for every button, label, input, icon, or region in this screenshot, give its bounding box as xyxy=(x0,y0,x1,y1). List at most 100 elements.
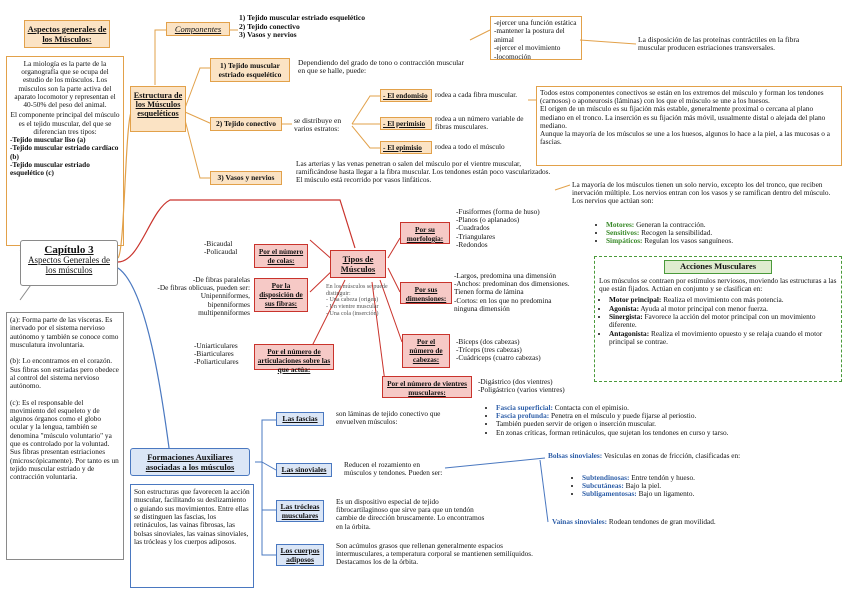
adiposos-label: Los cuerpos adiposos xyxy=(276,544,324,566)
morfologia-item: -Redondos xyxy=(456,239,488,249)
accion-motor: Motor principal: Realiza el movimiento c… xyxy=(609,296,837,304)
fascias-text: son láminas de tejido conectivo que envu… xyxy=(336,409,441,427)
trocleas-label: Las trócleas musculares xyxy=(276,500,324,522)
vientres-item: -Digástrico (dos vientres) xyxy=(478,377,553,386)
chapter-box: Capítulo 3 Aspectos Generales de los mús… xyxy=(20,240,118,286)
cabezas-item: -Bíceps (dos cabezas) xyxy=(456,337,520,346)
bolsa-text: Bajo la piel. xyxy=(625,481,662,491)
articulaciones-label: Por el número de articulaciones sobre la… xyxy=(254,344,334,374)
perimisio-text: rodea a un número variable de fibras mus… xyxy=(435,114,524,132)
fibras-label: Por la disposición de sus fibras: xyxy=(254,278,308,312)
acciones-intro: Los músculos se contraen por estímulos n… xyxy=(599,275,837,293)
morfologia-item: -Planos (o aplanados) xyxy=(456,215,520,225)
colas-list: -Bicaudal -Policaudal xyxy=(204,239,237,256)
morfologia-list: -Fusiformes (forma de huso) -Planos (o a… xyxy=(456,207,540,249)
tissue-type-liso: -Tejido muscular liso (a) xyxy=(10,135,86,145)
componente-3: 3) Vasos y nervios xyxy=(239,30,297,39)
acciones-panel: Acciones Musculares Los músculos se cont… xyxy=(594,256,842,382)
muscle-part: - Una cabeza (origen) xyxy=(326,297,379,304)
fascias-label: Las fascias xyxy=(276,412,324,426)
morfologia-item: -Cuadrados xyxy=(456,223,490,233)
accion-antagonista: Antagonista: Realiza el movimiento opues… xyxy=(609,328,837,347)
cabezas-label: Por el número de cabezas: xyxy=(402,334,450,368)
nerve-text: Generan la contracción. xyxy=(636,220,706,229)
n1-item: -ejercer el movimiento xyxy=(494,43,561,53)
bolsa-subtendinosa: Subtendinosas: Entre tendón y hueso. xyxy=(582,473,832,482)
componente-2: 2) Tejido conectivo xyxy=(239,21,300,31)
accion-text: Realiza el movimiento con más potencia. xyxy=(663,295,784,305)
fascia-text: En zonas críticas, forman retináculos, q… xyxy=(496,427,729,437)
componentes-list: 1) Tejido muscular estriado esquelético … xyxy=(239,13,365,40)
vainas-name: Vainas sinoviales: xyxy=(552,517,608,526)
note-b: (b): Lo encontramos en el corazón. Sus f… xyxy=(10,356,119,391)
chapter-subtitle: Aspectos Generales de los músculos xyxy=(28,255,110,275)
n1-label: 1) Tejido muscular estriado esquelético xyxy=(210,58,290,82)
bolsa-text: Entre tendón y hueso. xyxy=(631,473,695,482)
estructura-title: Estructura de los Músculos esqueléticos xyxy=(130,86,186,132)
nerve-sensitivos: Sensitivos: Recogen la sensibilidad. xyxy=(606,229,836,237)
n1-item: -locomoción xyxy=(494,51,531,61)
articulaciones-item: -Biarticulares xyxy=(194,349,234,359)
bolsa-subcutanea: Subcutáneas: Bajo la piel. xyxy=(582,482,832,490)
tipos-title: Tipos de Músculos xyxy=(330,250,386,278)
fibras-item: Unipenniformes, xyxy=(200,291,250,301)
dimensiones-item: Tienen forma de lámina xyxy=(454,287,524,297)
acciones-title: Acciones Musculares xyxy=(664,260,772,274)
tissue-type-cardiaco: -Tejido muscular estriado cardíaco (b) xyxy=(10,143,119,161)
bolsa-name: Subtendinosas: xyxy=(582,473,630,482)
dimensiones-list: -Largos, predomina una dimensión -Anchos… xyxy=(454,271,589,313)
accion-agonista: Agonista: Ayuda al motor principal con m… xyxy=(609,303,837,313)
articulaciones-item: -Uniarticulares xyxy=(194,341,238,350)
fascia-retinaculos: En zonas críticas, forman retináculos, q… xyxy=(496,427,816,437)
cabezas-item: -Tríceps (tres cabezas) xyxy=(456,345,522,355)
dimensiones-item: -Largos, predomina una dimensión xyxy=(454,271,556,280)
nerve-name: Sensitivos: xyxy=(606,228,640,238)
bolsas-sub-list: Subtendinosas: Entre tendón y hueso. Sub… xyxy=(572,473,832,499)
accion-text: Ayuda al motor principal con menor fuerz… xyxy=(640,303,769,313)
n3-label: 3) Vasos y nervios xyxy=(210,171,282,185)
fibras-list: -De fibras paralelas -De fibras oblicuas… xyxy=(138,275,250,317)
notes-panel: (a): Forma parte de las vísceras. Es ine… xyxy=(6,312,124,560)
fascia-text: También pueden servir de origen o inserc… xyxy=(496,419,656,429)
vientres-label: Por el número de vientres musculares: xyxy=(382,376,472,398)
fascia-profunda: Fascia profunda: Penetra en el músculo y… xyxy=(496,412,816,420)
note-c: (c): Es el responsable del movimiento de… xyxy=(10,397,119,482)
dimensiones-item: -Anchos: predominan dos dimensiones. xyxy=(454,279,570,289)
perimisio-label: - El perimisio xyxy=(380,117,432,130)
nerve-text: Recogen la sensibilidad. xyxy=(641,228,713,238)
distinguish-text: En los músculos se puede distinguir: xyxy=(326,284,388,297)
accion-text: Favorece la acción del motor principal c… xyxy=(609,311,816,330)
fascia-name: Fascia profunda: xyxy=(496,411,550,421)
muscle-part: - Una cola (inserción) xyxy=(326,310,379,317)
vientres-item: -Poligástrico (varios vientres) xyxy=(478,385,565,395)
sinoviales-label: Las sinoviales xyxy=(276,463,332,477)
n3-text: Las arterias y las venas penetran o sale… xyxy=(296,159,551,185)
fascia-text: Contacta con el epimisio. xyxy=(554,403,629,412)
bolsas-sinoviales: Bolsas sinoviales: Vesículas en zonas de… xyxy=(548,451,838,460)
auxiliares-intro: Son estructuras que favorecen la acción … xyxy=(130,484,254,588)
n1-list: -ejercer una función estática -mantener … xyxy=(490,16,582,61)
componentes-label: Componentes xyxy=(166,22,230,36)
bolsa-text: Bajo un ligamento. xyxy=(638,489,695,499)
componente-1: 1) Tejido muscular estriado esquelético xyxy=(239,13,365,22)
morfologia-label: Por su morfología: xyxy=(400,222,450,244)
dimensiones-label: Por sus dimensiones: xyxy=(400,282,452,304)
conective-note-2: El origen de un músculo es su fijación m… xyxy=(540,104,826,130)
accion-sinergista: Sinergista: Favorece la acción del motor… xyxy=(609,311,837,330)
fascia-text: Penetra en el músculo y puede fijarse al… xyxy=(551,411,697,421)
n1-item: -ejercer una función estática xyxy=(494,18,577,27)
n3-note: La mayoría de los músculos tienen un sol… xyxy=(572,180,831,206)
cabezas-list: -Bíceps (dos cabezas) -Tríceps (tres cab… xyxy=(456,337,541,363)
conective-note: Todos estos componentes conectivos se es… xyxy=(536,86,842,166)
bolsas-name: Bolsas sinoviales: xyxy=(548,451,603,460)
nerve-text: Regulan los vasos sanguíneos. xyxy=(644,236,734,246)
accion-text: Realiza el movimiento opuesto y se relaj… xyxy=(609,328,823,346)
fibras-item: -De fibras oblicuas, pueden ser: xyxy=(157,283,250,293)
nerve-motores: Motores: Generan la contracción. xyxy=(606,220,836,229)
bolsa-subligamentosa: Subligamentosas: Bajo un ligamento. xyxy=(582,490,832,498)
n2-label: 2) Tejido conectivo xyxy=(210,117,282,131)
note-a: (a): Forma parte de las vísceras. Es ine… xyxy=(10,315,119,349)
auxiliares-title: Formaciones Auxiliares asociadas a los m… xyxy=(130,448,250,476)
conective-note-3: Aunque la mayoría de los músculos se une… xyxy=(540,129,830,147)
